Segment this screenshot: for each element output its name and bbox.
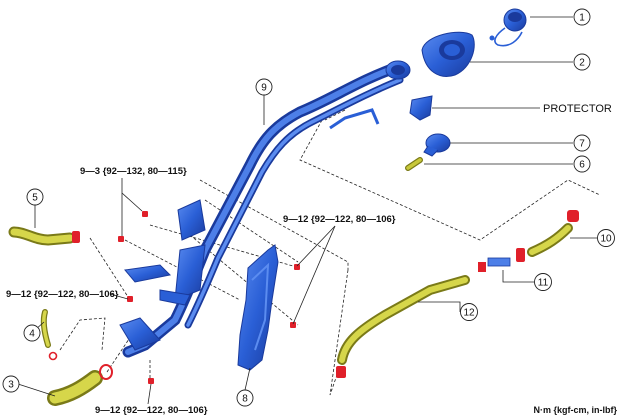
torque-unit-note: N·m {kgf-cm, in-lbf}: [533, 405, 617, 415]
hose-5: [8, 226, 80, 246]
callout-3: 3: [2, 375, 20, 393]
svg-text:7: 7: [579, 139, 585, 150]
svg-text:9: 9: [261, 83, 267, 94]
torque-spec-left: 9—12 {92—122, 80—106}: [6, 289, 119, 300]
callout-11: 11: [534, 273, 552, 291]
filler-cap: [489, 8, 527, 47]
svg-text:5: 5: [32, 193, 38, 204]
svg-text:1: 1: [579, 13, 585, 24]
svg-text:2: 2: [579, 58, 585, 69]
breather-hose-short: [405, 157, 423, 171]
svg-text:6: 6: [579, 160, 585, 171]
filler-pipe: [119, 60, 411, 358]
breather-cap: [423, 133, 451, 157]
callout-10: 10: [597, 229, 615, 247]
protector-label: PROTECTOR: [543, 103, 612, 115]
callout-5: 5: [26, 188, 44, 206]
filler-neck-housing: [421, 31, 475, 77]
leader-lines: [17, 16, 597, 405]
torque-spec-right: 9—12 {92—122, 80—106}: [283, 214, 396, 225]
svg-text:11: 11: [538, 278, 549, 289]
pipe-joint-11: [478, 248, 525, 272]
hose-12: [336, 275, 470, 378]
bolt-markers: [118, 211, 300, 384]
svg-text:3: 3: [8, 380, 14, 391]
callout-9: 9: [255, 78, 273, 96]
protector-bracket: [409, 95, 433, 121]
callout-8: 8: [236, 389, 254, 407]
hose-10: [527, 210, 579, 257]
svg-text:4: 4: [29, 329, 35, 340]
svg-text:8: 8: [242, 394, 248, 405]
lower-protector-plate: [237, 244, 279, 371]
svg-text:10: 10: [600, 234, 612, 245]
torque-spec-bottom: 9—12 {92—122, 80—106}: [95, 405, 208, 416]
callout-4: 4: [23, 324, 41, 342]
callout-6: 6: [573, 155, 591, 173]
torque-spec-upper: 9—3 {92—132, 80—115}: [80, 166, 187, 177]
callout-1: 1: [573, 8, 591, 26]
hose-4: [40, 309, 58, 361]
svg-text:12: 12: [463, 308, 475, 319]
hose-3: [47, 364, 113, 406]
callout-12: 12: [460, 303, 478, 321]
callout-7: 7: [573, 134, 591, 152]
callout-2: 2: [573, 53, 591, 71]
